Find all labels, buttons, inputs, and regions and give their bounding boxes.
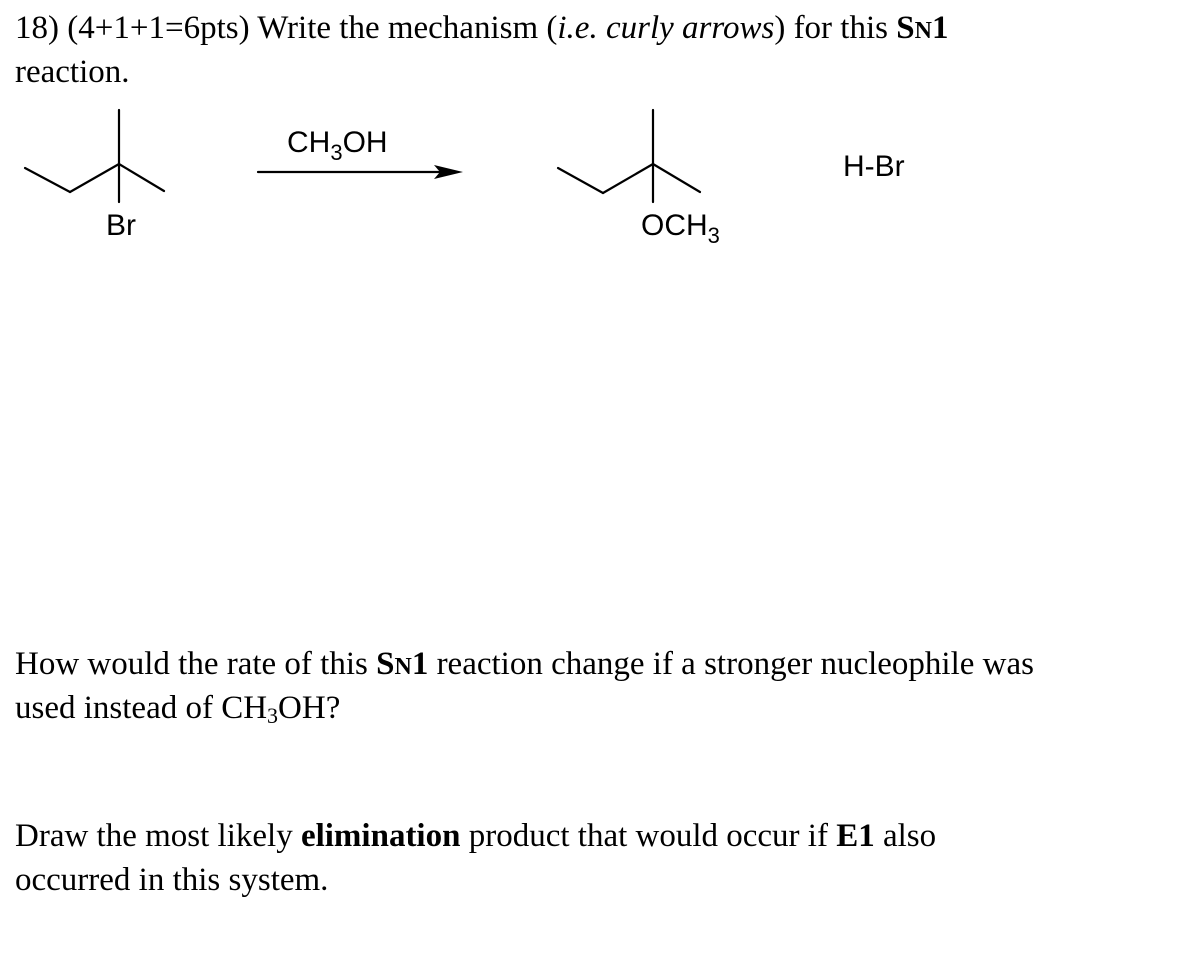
sn1-n: N xyxy=(914,18,932,44)
reactant-bond-1 xyxy=(23,166,72,194)
question-prompt-mid: ) for this xyxy=(774,10,897,46)
sn1-1: 1 xyxy=(931,10,949,46)
reagent-main: CH xyxy=(287,126,330,159)
part2-sn1-s: S xyxy=(376,646,395,682)
question-prompt-start: Write the mechanism ( xyxy=(257,10,558,46)
part2-text-c: used instead of CH xyxy=(15,690,268,726)
question-prompt-end: reaction. xyxy=(15,54,130,90)
question-line-2: reaction. xyxy=(15,50,130,94)
part2-line-2: used instead of CH3OH? xyxy=(15,686,340,730)
product-bond-1 xyxy=(556,166,605,195)
product-sub: 3 xyxy=(708,223,720,248)
part2-text-a: How would the rate of this xyxy=(15,646,377,682)
part2-text-d: OH? xyxy=(278,690,341,726)
part3-bold-a: elimination xyxy=(300,818,461,854)
part2-sn1-1: 1 xyxy=(411,646,429,682)
question-prompt-italic: i.e. curly arrows xyxy=(557,10,775,46)
byproduct-label: H-Br xyxy=(843,150,905,183)
part3-line-1: Draw the most likely elimination product… xyxy=(15,814,936,858)
sn1-s: S xyxy=(896,10,915,46)
product-main: OCH xyxy=(641,209,708,242)
part2-sub: 3 xyxy=(267,703,279,728)
question-line-1: 18) (4+1+1=6pts) Write the mechanism (i.… xyxy=(15,6,948,53)
product-bond-2 xyxy=(601,162,655,195)
part2-line-1: How would the rate of this SN1 reaction … xyxy=(15,642,1034,689)
part3-text-b: product that would occur if xyxy=(460,818,837,854)
part2-text-b: reaction change if a stronger nucleophil… xyxy=(428,646,1034,682)
reagent-sub: 3 xyxy=(330,140,342,165)
product-bond-right xyxy=(651,162,702,194)
product-och3-label: OCH3 xyxy=(641,209,720,248)
reaction-scheme: Br CH3OH OCH3 H-Br xyxy=(23,108,905,248)
part3-text-a: Draw the most likely xyxy=(15,818,301,854)
part3-text-d: occurred in this system. xyxy=(15,862,329,898)
reactant-bond-right xyxy=(117,162,166,193)
part3-text-c: also xyxy=(874,818,937,854)
question-points: (4+1+1=6pts) xyxy=(67,10,250,46)
reactant-bond-2 xyxy=(68,162,121,194)
question-number: 18) xyxy=(15,10,59,46)
reaction-arrow-head xyxy=(434,165,463,179)
part3-line-2: occurred in this system. xyxy=(15,858,328,902)
reagent-label: CH3OH xyxy=(287,126,388,165)
part3-bold-b: E1 xyxy=(836,818,875,854)
part2-sn1-n: N xyxy=(394,654,412,680)
reagent-tail: OH xyxy=(343,126,388,159)
reactant-br-label: Br xyxy=(106,209,136,242)
